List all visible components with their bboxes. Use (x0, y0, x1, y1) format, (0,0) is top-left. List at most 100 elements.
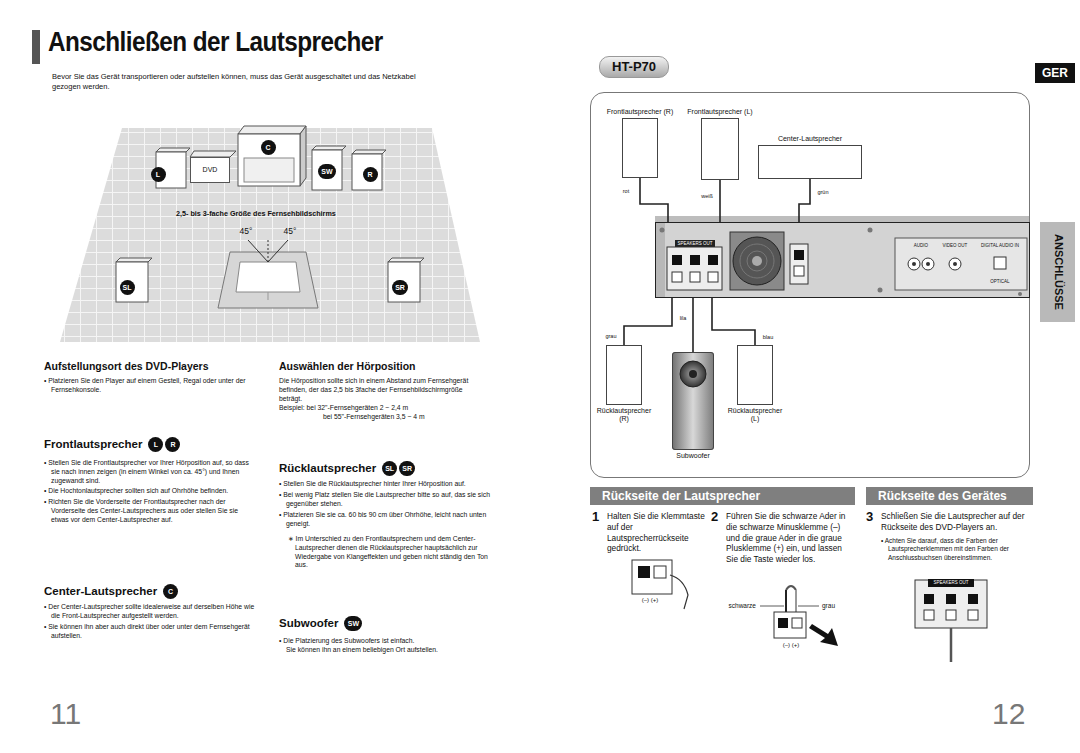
step-text: Führen Sie die schwarze Ader in die schw… (726, 511, 856, 565)
wire-label: schwarze (729, 602, 756, 610)
clip-figure (798, 606, 819, 607)
speaker-wire (712, 298, 755, 345)
wire-color-label: rot (622, 188, 630, 195)
player-body (794, 266, 804, 276)
dimension-note: 2,5- bis 3-fache Größe des Fernsehbildsc… (176, 209, 336, 218)
clip-figure (795, 590, 797, 612)
badge-letter: SR (402, 465, 412, 472)
room-speaker (116, 146, 424, 302)
subwoofer: Subwoofer (672, 352, 714, 450)
node-label: Rücklautsprecher (L) (725, 407, 785, 424)
body-text: • Sie können ihn aber auch direkt über o… (44, 623, 256, 641)
room-speaker (388, 258, 424, 262)
speaker-badge: R (165, 437, 180, 452)
clip-figure (792, 618, 802, 628)
tv-set (238, 126, 306, 186)
speaker-badge: SW (318, 164, 336, 179)
player-body (740, 244, 774, 278)
player-body (895, 238, 1027, 290)
angle-label: 45° (240, 226, 253, 237)
terminal-figure (654, 566, 666, 578)
section-band: Rückseite des Gerätes (866, 487, 1033, 505)
speaker-box: Rücklautsprecher (L) (737, 345, 773, 405)
badge-letter: R (367, 171, 372, 178)
subwoofer-body (672, 352, 714, 450)
player-body (660, 228, 665, 233)
badge-letter: SW (321, 168, 332, 175)
section-heading: Subwoofer (279, 616, 338, 631)
body-text: • Die Hochtonlautsprecher sollten sich a… (44, 487, 256, 496)
player-body (667, 247, 722, 290)
player-body (868, 228, 873, 233)
polarity-label: (–) (+) (783, 642, 800, 650)
node-label: Subwoofer (663, 452, 723, 460)
speaker-badge: L (151, 167, 166, 182)
speaker-wire (799, 179, 810, 222)
speaker-box: Frontlautsprecher (R) (622, 118, 658, 178)
speaker-box: Center-Lautsprecher (758, 145, 862, 179)
badge-letter: C (265, 144, 270, 151)
speaker-badge: L (148, 437, 163, 452)
subwoofer-body (680, 361, 706, 387)
room-speaker (116, 262, 148, 302)
node-label: Frontlautsprecher (L) (687, 108, 752, 116)
wire-color-label: lila (679, 315, 688, 322)
body-text: Die Hörposition sollte sich in einem Abs… (279, 377, 474, 403)
listening-angle (248, 238, 288, 262)
player-body (655, 222, 1030, 298)
clip-figure (760, 586, 838, 646)
player-body (733, 237, 781, 285)
tv-set (244, 158, 294, 182)
room-speaker (312, 146, 346, 150)
speaker-badge: SW (344, 616, 362, 631)
panel-label: SPEAKERS OUT (933, 580, 968, 585)
section-heading: Frontlautsprecher (44, 437, 142, 452)
body-text: • Platzieren Sie den Player auf einem Ge… (44, 377, 259, 395)
player-body (708, 272, 718, 282)
terminal-figure (632, 560, 688, 609)
speaker-badge: R (363, 167, 378, 182)
player-body (994, 257, 1006, 269)
wire-color-label: grau (604, 333, 617, 340)
panel-label: VIDEO OUT (943, 243, 968, 248)
body-text: • Der Center-Lautsprecher sollte idealer… (44, 603, 256, 621)
listening-angle (268, 238, 269, 262)
player-body (926, 262, 930, 266)
room-floor (60, 128, 480, 342)
tv-set (238, 134, 300, 186)
node-label: Rückseite der Lautsprecher (602, 489, 760, 503)
wire-color-label: weiß (700, 193, 714, 200)
speaker-badge: SL (120, 280, 135, 295)
player-rear-panel: SPEAKERS OUT (655, 222, 1030, 298)
clip-figure (786, 586, 796, 590)
clip-figure (809, 624, 838, 646)
speaker-badge: SL (382, 461, 397, 476)
note-text: • Achten Sie darauf, dass die Farben der… (881, 537, 1031, 562)
step-number: 3 (866, 509, 873, 526)
player-body (878, 288, 883, 293)
subwoofer-body (689, 370, 697, 378)
body-text: • Bei wenig Platz stellen Sie die Lautsp… (279, 491, 494, 509)
body-text: • Platzieren Sie sie ca. 60 bis 90 cm üb… (279, 511, 494, 529)
speaker-wire (719, 180, 721, 222)
room-speaker (352, 150, 386, 154)
wire-label: grau (822, 602, 835, 610)
player-body (1018, 292, 1022, 296)
clip-figure (785, 590, 787, 612)
section-heading: Aufstellungsort des DVD-Players (44, 360, 209, 374)
player-body (790, 244, 808, 284)
node-label: Center-Lautsprecher (778, 135, 842, 143)
badge-letter: C (168, 588, 173, 595)
player-body (690, 255, 700, 265)
title-bar (32, 30, 40, 64)
listening-angle (248, 240, 268, 262)
dvd-player: DVD (190, 157, 230, 183)
terminal-figure (670, 575, 688, 609)
node-label: ANSCHLÜSSE (1051, 234, 1064, 310)
jack-figure (915, 579, 987, 662)
jack-figure (915, 580, 987, 628)
section-heading: Auswählen der Hörposition (279, 360, 416, 374)
badge-letter: SW (348, 620, 359, 627)
section-heading: Rücklautsprecher (279, 461, 376, 476)
